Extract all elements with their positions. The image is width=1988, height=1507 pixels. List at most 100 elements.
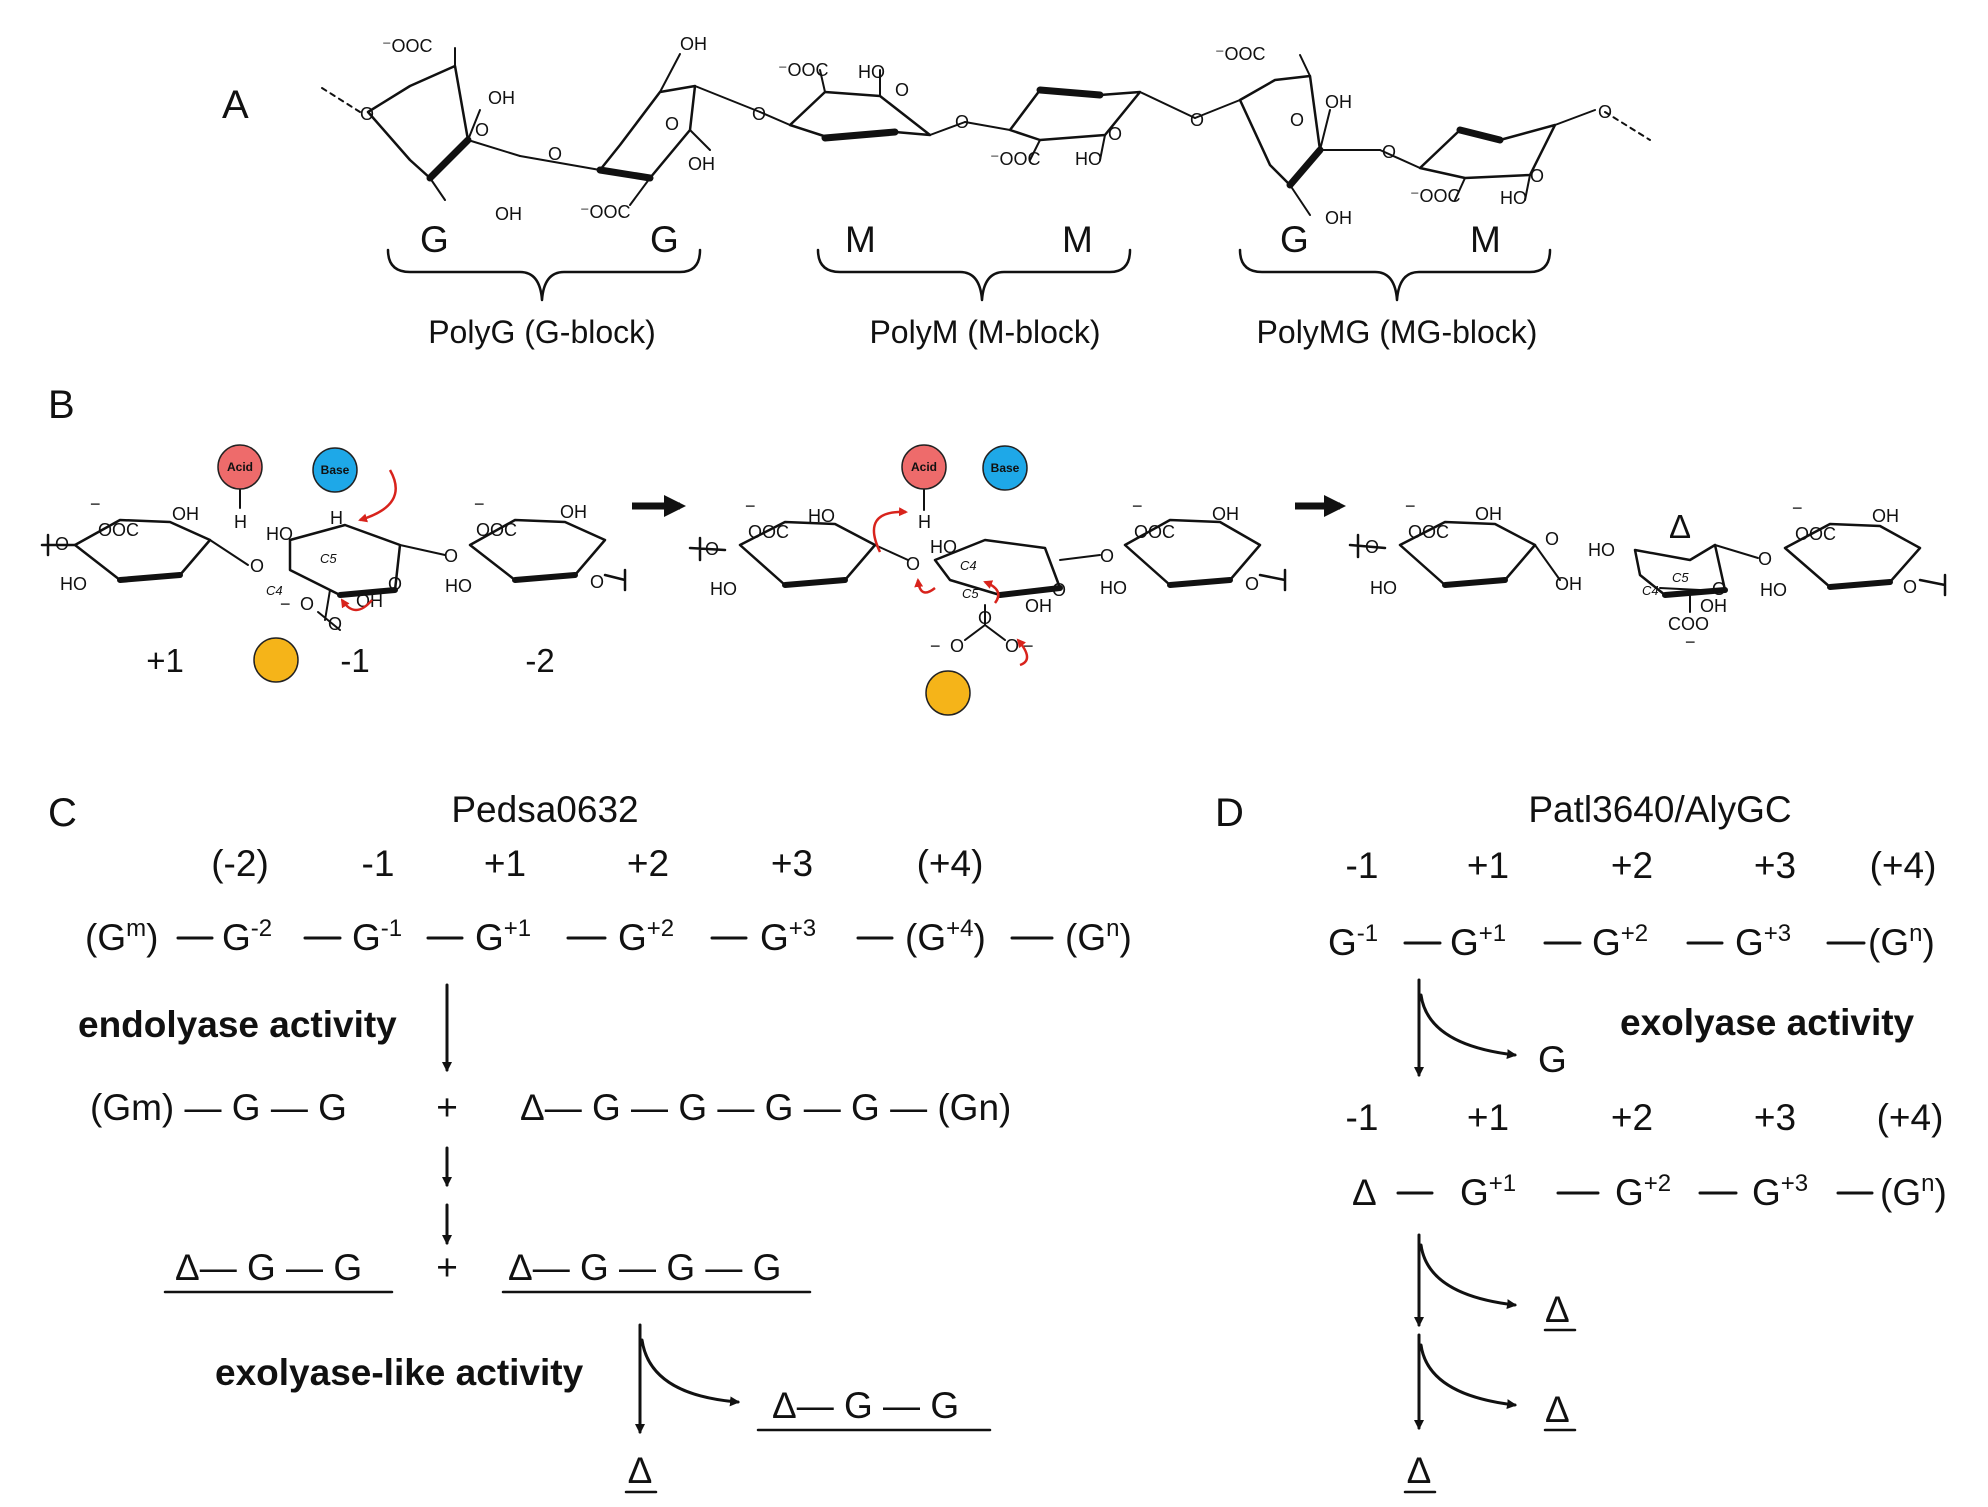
c-subsite-1: -1 <box>362 843 395 884</box>
acid-label-2: Acid <box>911 460 937 474</box>
c-branch-product: Δ— G — G <box>772 1385 959 1426</box>
d2-gn-close: ) <box>1934 1172 1946 1213</box>
mechanism-products: O − OOC OH HO O OH Δ HO C4 C5 O OH COO −… <box>1348 496 1947 652</box>
glycosidic-o-2: O <box>548 144 562 164</box>
minus-d3: − <box>1792 498 1803 518</box>
d-subsite-1: +1 <box>1467 845 1509 886</box>
c-gm-sup: m <box>126 915 146 942</box>
ho-c4: HO <box>1100 578 1127 598</box>
glycosidic-o-5: O <box>1190 110 1204 130</box>
d2-g-p1: G <box>1460 1172 1489 1213</box>
subsite-row-d1: -1 +1 +2 +3 (+4) <box>1346 845 1937 886</box>
oh-c1: OH <box>1025 596 1052 616</box>
svg-text:G-1: G-1 <box>352 915 402 958</box>
d2-subsite-1: +1 <box>1467 1097 1509 1138</box>
substrate-chain-d: G-1 G+1 G+2 G+3 (Gn) <box>1328 920 1935 963</box>
c-oligo-left: Δ— G — G <box>175 1247 362 1288</box>
d-subsite-4: (+4) <box>1870 845 1937 886</box>
minus-b1: − <box>90 494 101 514</box>
d-g-p1: G <box>1450 922 1479 963</box>
d-branch-arrow-3 <box>1419 1343 1517 1410</box>
base-circle-2 <box>982 445 1028 491</box>
ooc-d1: OOC <box>1408 522 1449 542</box>
c4-c1: C4 <box>960 558 977 573</box>
ho-b3: HO <box>445 576 472 596</box>
d-subsite-0: -1 <box>1346 845 1379 886</box>
svg-text:(G+4): (G+4) <box>905 915 986 958</box>
acid-h-1: H <box>234 512 247 532</box>
svg-text:G+3: G+3 <box>1752 1170 1808 1213</box>
endolyase-activity: endolyase activity <box>78 1004 397 1045</box>
c-g-p1-sup: +1 <box>504 915 531 942</box>
minus-c1: − <box>745 496 756 516</box>
ooc-b2: OOC <box>476 520 517 540</box>
svg-text:G+1: G+1 <box>1460 1170 1516 1213</box>
o-d3: O <box>1712 579 1726 599</box>
ring-o-6: O <box>1530 166 1544 186</box>
base-circle-1 <box>312 447 358 493</box>
ho-d3: HO <box>1760 580 1787 600</box>
o-d2: O <box>1545 529 1559 549</box>
o-c3: O <box>1052 580 1066 600</box>
c-g-m1-sup: -1 <box>381 915 402 942</box>
d2-g-p2: G <box>1615 1172 1644 1213</box>
ring-o-3: O <box>895 80 909 100</box>
oh-d2: OH <box>1555 574 1582 594</box>
d-branch-g: G <box>1538 1039 1567 1080</box>
o-b5: O <box>328 614 342 634</box>
d-branch-delta-2: Δ <box>1545 1389 1570 1430</box>
metal-ion-2 <box>925 670 971 716</box>
carboxylate-6: ⁻OOC <box>1410 186 1461 206</box>
residue-m-2: M <box>1062 219 1093 260</box>
c-product-right: Δ— G — G — G — G — (Gn) <box>520 1087 1011 1128</box>
ooc-d2: OOC <box>1795 524 1836 544</box>
glycosidic-o-1: O <box>360 104 374 124</box>
o-c7: O <box>1245 574 1259 594</box>
minus-c2: − <box>930 636 941 656</box>
svg-text:G+2: G+2 <box>1592 920 1648 963</box>
d2-gn-sup: n <box>1921 1170 1934 1197</box>
c-g-m1: G <box>352 917 381 958</box>
mechanism-step-1: Acid H Base O − OOC OH HO O HO H C5 C4 O… <box>40 444 627 683</box>
subsite-row-c: (-2) -1 +1 +2 +3 (+4) <box>211 843 983 884</box>
svg-text:G-1: G-1 <box>1328 920 1378 963</box>
panel-label-d: D <box>1215 791 1244 835</box>
svg-text:G+3: G+3 <box>760 915 816 958</box>
d-g-p3: G <box>1735 922 1764 963</box>
svg-text:G+1: G+1 <box>475 915 531 958</box>
d-branch-delta-1: Δ <box>1545 1289 1570 1330</box>
d-branch-arrow-2 <box>1419 1243 1517 1310</box>
glycosidic-o-3: O <box>752 104 766 124</box>
oh-1: OH <box>488 88 515 108</box>
residue-g-3: G <box>1280 219 1309 260</box>
ho-b2: HO <box>266 524 293 544</box>
c-subsite-5: (+4) <box>917 843 984 884</box>
c-g-p1: G <box>475 917 504 958</box>
base-label-1: Base <box>321 463 350 477</box>
d2-g-p3: G <box>1752 1172 1781 1213</box>
d2-subsite-2: +2 <box>1611 1097 1653 1138</box>
block-label-polyg: PolyG (G-block) <box>428 314 656 350</box>
ring-o-4: O <box>1108 124 1122 144</box>
oh-d4: OH <box>1872 506 1899 526</box>
subsite-plus1: +1 <box>146 642 184 679</box>
minus-d2: − <box>1685 632 1696 652</box>
metal-ion-1 <box>253 637 299 683</box>
c-g-p3: G <box>760 917 789 958</box>
c-g-p3-sup: +3 <box>789 915 816 942</box>
minus-d1: − <box>1405 496 1416 516</box>
alginate-chain-structure: O ⁻OOC OH O OH O OH O OH ⁻OOC O ⁻OOC HO … <box>321 34 1651 228</box>
d-g-p1-sup: +1 <box>1479 920 1506 947</box>
panel-label-b: B <box>48 383 75 427</box>
oh-b1: OH <box>172 504 199 524</box>
c-gn-close: ) <box>1119 917 1131 958</box>
c-product-left: (Gm) — G — G <box>90 1087 347 1128</box>
ooc-c1: OOC <box>748 522 789 542</box>
residue-g-1: G <box>420 219 449 260</box>
d-gn-sup: n <box>1909 920 1922 947</box>
c-g-p2: G <box>618 917 647 958</box>
c4-b1: C4 <box>266 583 283 598</box>
d2-g-p1-sup: +1 <box>1489 1170 1516 1197</box>
carboxylate-2: ⁻OOC <box>580 202 631 222</box>
svg-text:(Gm): (Gm) <box>85 915 158 958</box>
